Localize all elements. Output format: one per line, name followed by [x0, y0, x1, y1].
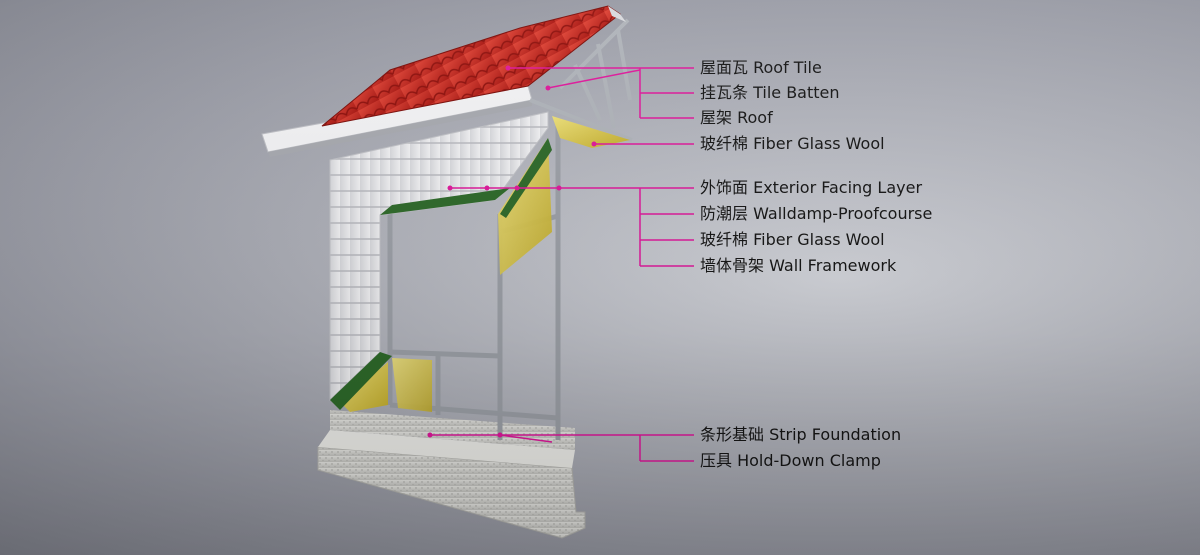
label-tile-batten: 挂瓦条 Tile Batten: [700, 83, 840, 102]
label-fiber-glass-wool-wall: 玻纤棉 Fiber Glass Wool: [700, 230, 885, 249]
leader-line-dots: [427, 65, 597, 438]
label-hold-down-clamp: 压具 Hold-Down Clamp: [700, 451, 881, 470]
label-strip-foundation: 条形基础 Strip Foundation: [700, 425, 902, 444]
label-fiber-glass-wool-roof: 玻纤棉 Fiber Glass Wool: [700, 134, 885, 153]
exterior-siding-shape: [329, 111, 552, 410]
label-wall-framework: 墙体骨架 Wall Framework: [700, 256, 897, 275]
strip-foundation-shape: [317, 410, 586, 539]
roof-tile-shape: [321, 5, 626, 127]
label-exterior-facing-layer: 外饰面 Exterior Facing Layer: [700, 178, 923, 197]
label-roof-tile: 屋面瓦 Roof Tile: [700, 58, 822, 77]
roof-fiber-glass-wool-shape: [552, 116, 630, 148]
wall-fiber-glass-wool-shape: [340, 138, 552, 412]
label-walldamp-proofcourse: 防潮层 Walldamp-Proofcourse: [700, 204, 933, 223]
roof-truss-shape: [529, 18, 633, 142]
leader-lines: [430, 67, 694, 462]
label-roof: 屋架 Roof: [700, 108, 773, 127]
